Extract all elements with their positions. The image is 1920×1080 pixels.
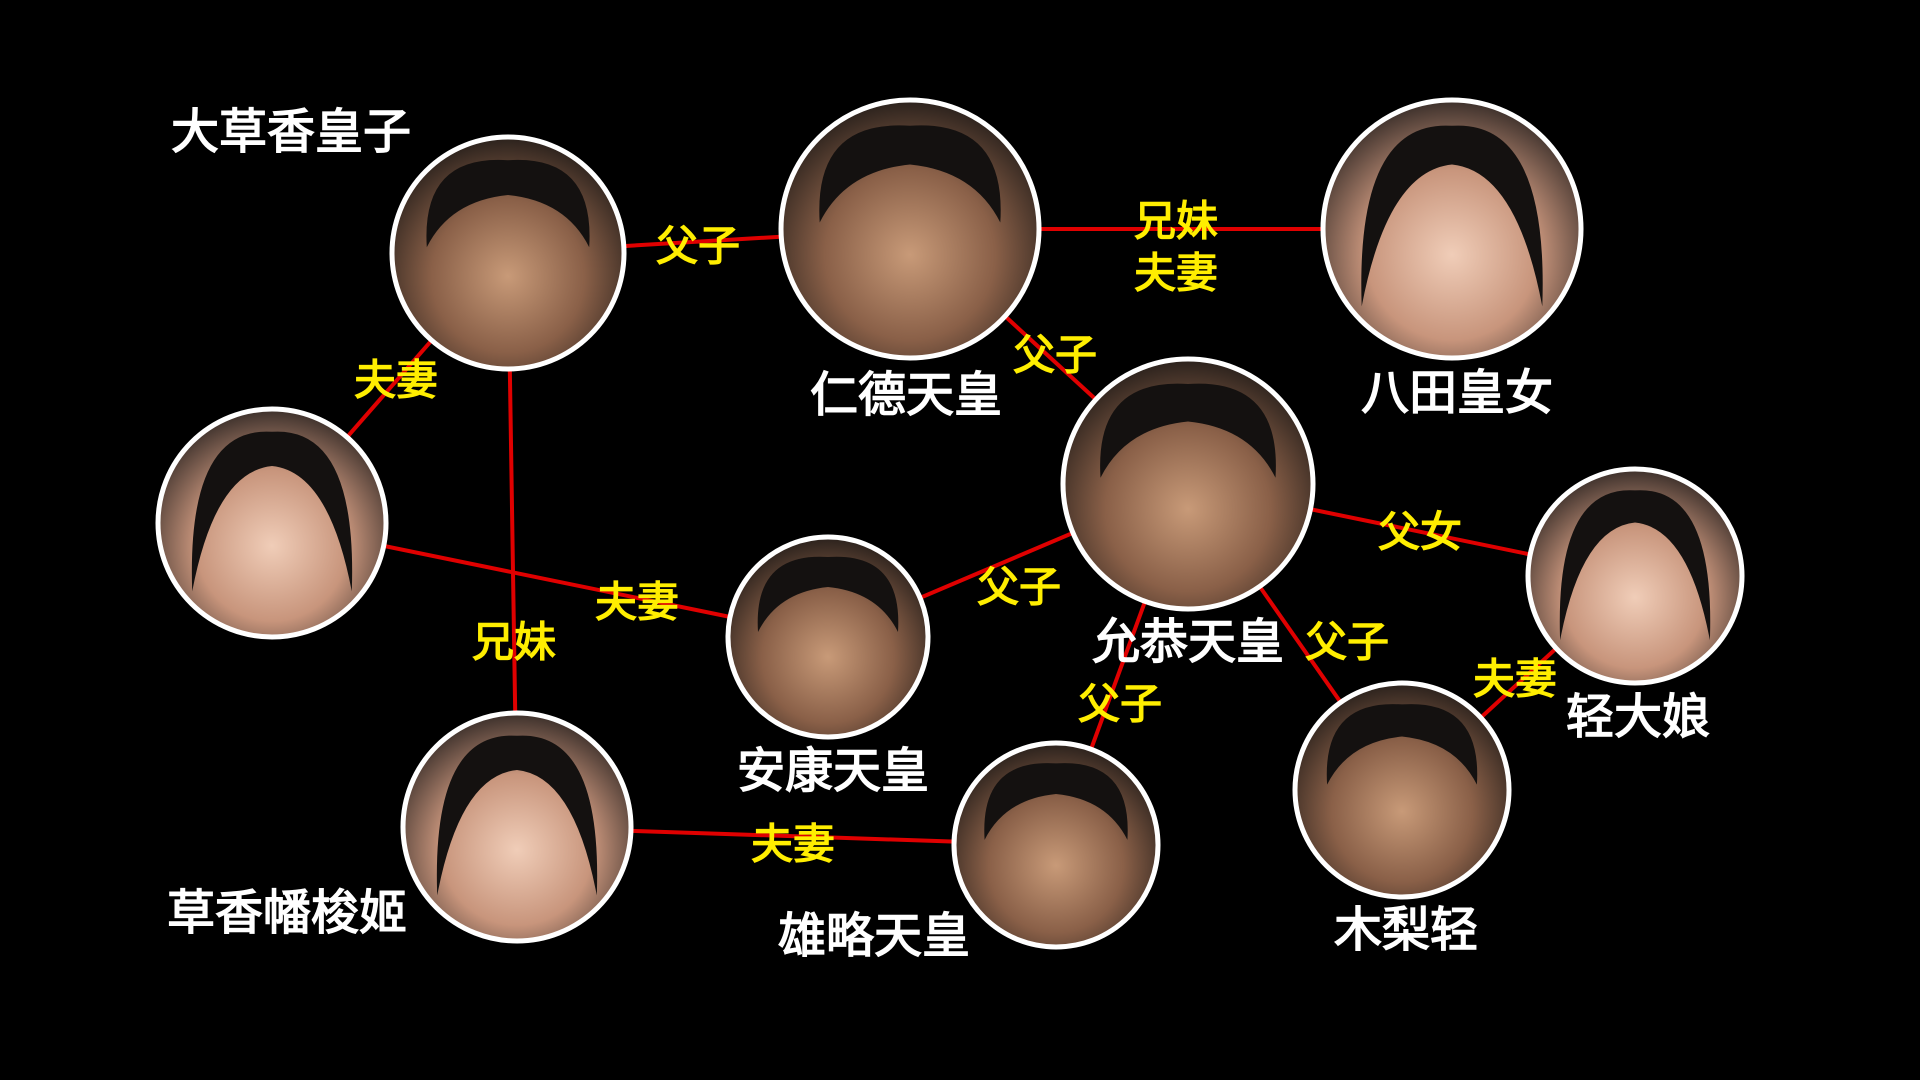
person-name: 安康天皇 (737, 743, 929, 799)
person-name: 轻大娘 (1566, 689, 1710, 745)
portrait-ingyo[interactable] (1060, 356, 1316, 612)
person-name: 木梨轻 (1334, 902, 1478, 958)
person-name: 雄略天皇 (778, 908, 970, 964)
hair-shape (436, 735, 598, 896)
portrait-yuryaku[interactable] (951, 740, 1161, 950)
relation-label: 父子 (1013, 331, 1097, 380)
portrait-kinashi[interactable] (1292, 680, 1512, 900)
hair-shape (984, 763, 1128, 840)
portraits-layer (155, 97, 1745, 950)
hair-shape (1559, 490, 1711, 641)
hair-shape (757, 556, 899, 632)
hair-shape (191, 431, 353, 592)
portrait-anko[interactable] (725, 534, 931, 740)
hair-shape (1326, 704, 1478, 785)
relation-label: 父子 (1078, 680, 1162, 729)
hair-shape (426, 159, 590, 248)
person-name: 允恭天皇 (1092, 614, 1284, 670)
person-name: 大草香皇子 (171, 104, 411, 160)
person-name: 草香幡梭姬 (167, 885, 407, 941)
relation-label: 父女 (1378, 508, 1462, 557)
portrait-kusaka[interactable] (400, 710, 634, 944)
relation-label: 父子 (1305, 618, 1389, 667)
relation-label: 夫妻 (354, 356, 438, 405)
relation-label: 父子 (656, 222, 740, 271)
relation-label: 兄妹 (472, 618, 556, 667)
hair-shape (819, 125, 1001, 223)
portrait-woman_left[interactable] (155, 406, 389, 640)
portrait-nintoku[interactable] (778, 97, 1042, 361)
portrait-karu_oiratsume[interactable] (1525, 466, 1745, 686)
relation-label: 夫妻 (751, 820, 835, 869)
relation-label: 夫妻 (1134, 249, 1218, 298)
hair-shape (1100, 383, 1276, 478)
relation-label: 夫妻 (595, 578, 679, 627)
relation-label: 兄妹 (1134, 197, 1218, 246)
portrait-ookusaka[interactable] (389, 134, 627, 372)
portrait-yata[interactable] (1320, 97, 1584, 361)
relation-labels-layer: 父子兄妹夫妻父子夫妻兄妹夫妻父子父女父子父子夫妻夫妻 (354, 197, 1557, 869)
hair-shape (1361, 125, 1543, 307)
relation-label: 父子 (977, 563, 1061, 612)
relation-label: 夫妻 (1473, 655, 1557, 704)
person-name: 八田皇女 (1361, 365, 1553, 421)
person-name: 仁德天皇 (810, 367, 1002, 423)
